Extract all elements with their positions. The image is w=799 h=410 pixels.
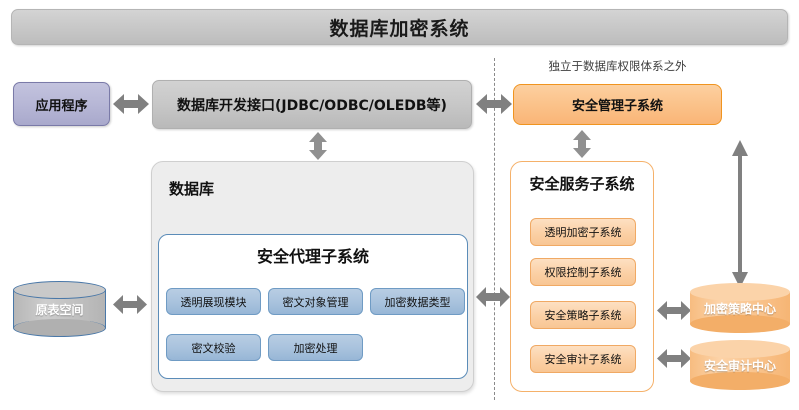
agent-module-label: 密文校验 [191,341,236,355]
service-module-security-policy[interactable]: 安全策略子系统 [530,301,636,329]
arrow-policy-link [657,300,691,321]
api-layer-box[interactable]: 数据库开发接口(JDBC/ODBC/OLEDB等) [152,80,472,129]
audit-center-label: 安全审计中心 [703,358,776,373]
cylinder-bottom [690,372,790,390]
policy-center-cylinder[interactable]: 加密策略中心 [690,283,790,333]
arrow-audit-link [657,348,691,369]
cylinder-top [13,281,106,299]
audit-center-cylinder[interactable]: 安全审计中心 [690,340,790,390]
service-module-label: 安全审计子系统 [544,353,622,366]
tablespace-cylinder[interactable]: 原表空间 [13,281,106,337]
agent-module-label: 加密数据类型 [384,295,451,309]
agent-module-ciphertext-verify[interactable]: 密文校验 [166,334,261,361]
service-module-transparent-encryption[interactable]: 透明加密子系统 [530,218,636,246]
service-subsystem-title: 安全服务子系统 [529,175,635,193]
arrow-secmgr-to-stores [730,140,750,288]
application-label: 应用程序 [35,98,88,114]
agent-module-ciphertext-object-mgmt[interactable]: 密文对象管理 [268,288,363,315]
arrow-tablespace-to-database [113,294,147,315]
agent-module-encrypted-datatype[interactable]: 加密数据类型 [370,288,465,315]
agent-subsystem-title: 安全代理子系统 [256,247,369,266]
agent-module-encryption-processing[interactable]: 加密处理 [268,334,363,361]
cylinder-bottom [690,315,790,333]
cylinder-top [690,340,790,358]
arrow-app-to-api [113,93,149,115]
service-module-security-audit[interactable]: 安全审计子系统 [530,345,636,373]
agent-module-label: 透明展现模块 [180,295,247,309]
policy-center-label: 加密策略中心 [703,301,776,316]
security-manager-label: 安全管理子系统 [571,99,663,114]
tablespace-label: 原表空间 [35,302,84,317]
cylinder-bottom [13,319,106,337]
agent-module-transparent-display[interactable]: 透明展现模块 [166,288,261,315]
diagram-title-bar: 数据库加密系统 [11,9,788,45]
page-title: 数据库加密系统 [329,17,470,40]
arrow-database-to-service [476,285,510,309]
agent-module-label: 密文对象管理 [282,295,349,309]
service-module-access-control[interactable]: 权限控制子系统 [530,258,636,286]
application-box[interactable]: 应用程序 [13,82,110,126]
cylinder-top [690,283,790,301]
service-module-label: 权限控制子系统 [544,266,622,279]
agent-module-label: 加密处理 [293,341,338,355]
api-layer-label: 数据库开发接口(JDBC/ODBC/OLEDB等) [177,97,447,114]
service-module-label: 透明加密子系统 [544,226,622,239]
security-manager-box[interactable]: 安全管理子系统 [513,84,722,125]
arrow-api-to-database [308,132,328,160]
service-module-label: 安全策略子系统 [544,309,622,322]
arrow-secmgr-to-service [572,130,592,158]
independence-note: 独立于数据库权限体系之外 [548,59,687,73]
zone-divider [494,58,495,400]
database-title: 数据库 [169,180,215,198]
arrow-api-to-security-manager [476,93,512,115]
